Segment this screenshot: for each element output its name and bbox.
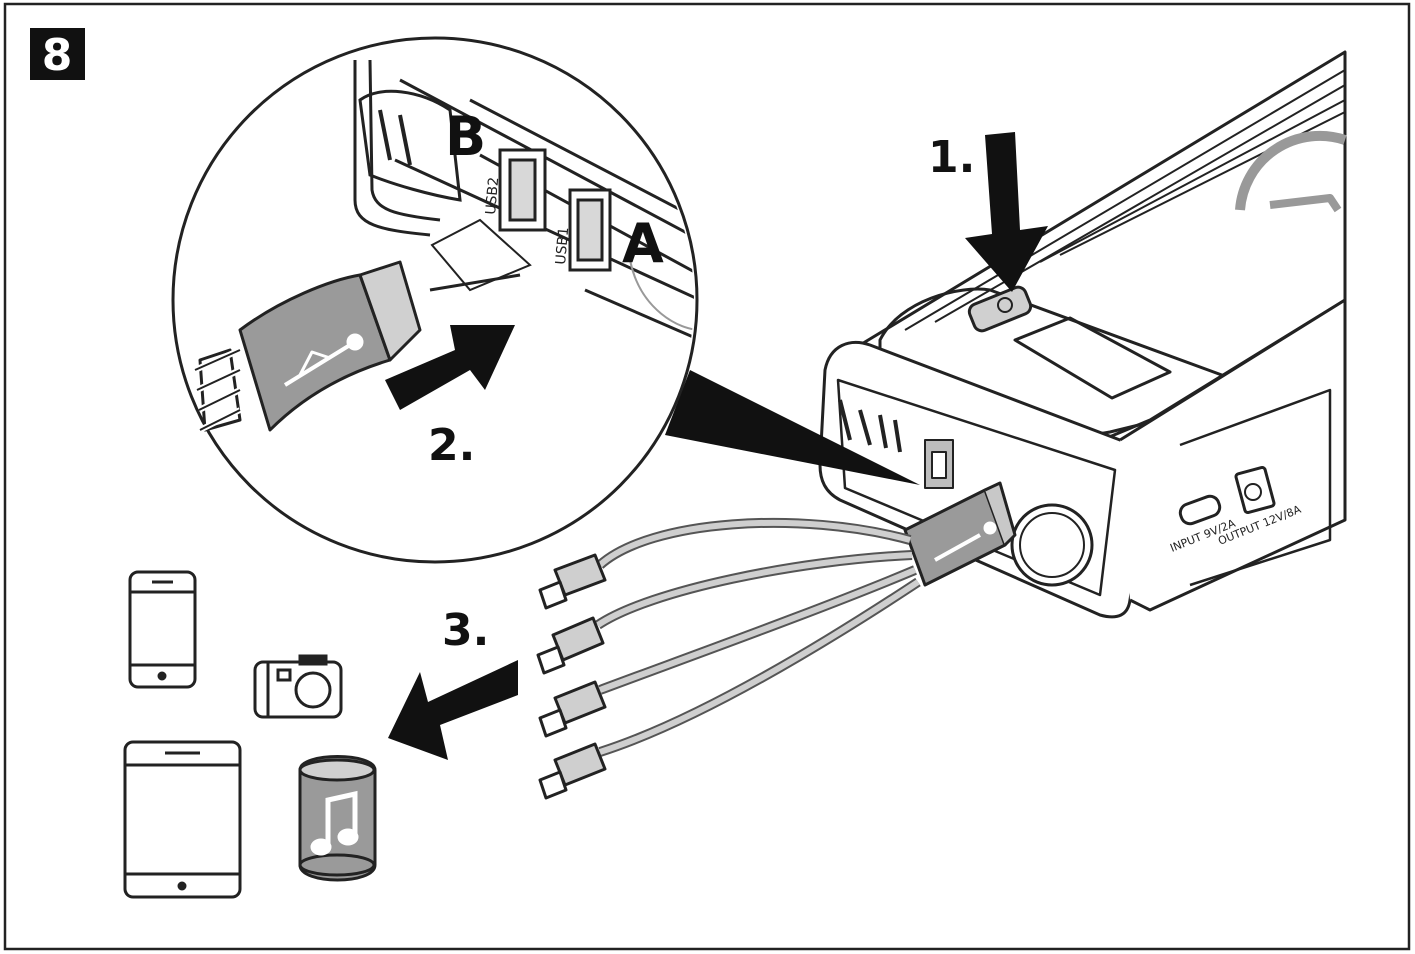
port-a-label: A (622, 212, 664, 275)
step-2-label: 2. (428, 420, 475, 471)
camera-icon (253, 654, 343, 719)
callout-wedge (665, 370, 920, 485)
magnifier-circle (171, 36, 699, 564)
jump-starter-device (818, 50, 1347, 619)
step-3-label: 3. (442, 605, 489, 656)
insert-arrow (385, 325, 515, 410)
tablet-icon (123, 740, 242, 899)
music-player-icon (298, 755, 377, 882)
port-b-label: B (445, 105, 486, 168)
multi-cable (536, 481, 1017, 800)
smartphone-icon (128, 570, 197, 689)
figure-number: 8 (42, 30, 73, 81)
usb-plug-closeup (193, 260, 422, 433)
output-arrow (388, 660, 518, 760)
usb-label-a: USB1 (553, 226, 572, 265)
step-1-label: 1. (928, 132, 975, 183)
press-arrow (965, 132, 1048, 292)
usb-label-b: USB2 (483, 176, 502, 215)
figure-number-badge: 8 (30, 28, 85, 81)
